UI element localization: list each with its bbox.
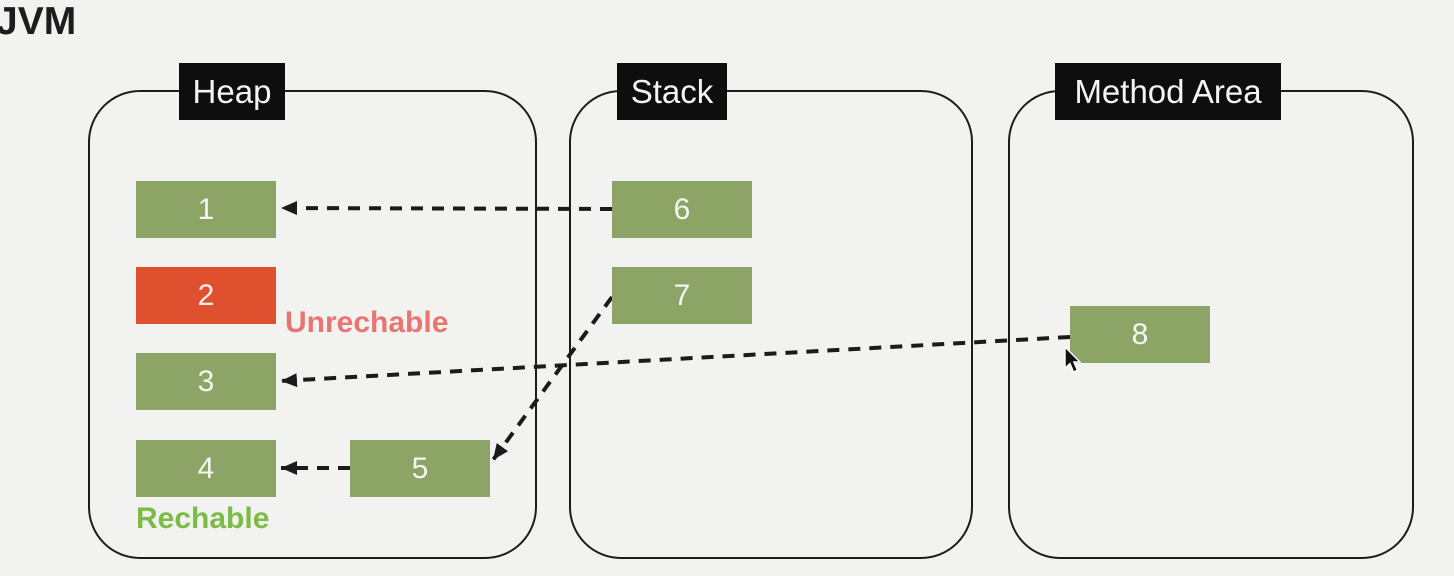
mouse-cursor — [1064, 347, 1082, 373]
memory-box-1: 1 — [136, 181, 276, 238]
memory-box-4: 4 — [136, 440, 276, 497]
diagram-title: JVM — [0, 0, 77, 43]
memory-box-2: 2 — [136, 267, 276, 324]
arrow-6-to-1 — [280, 201, 613, 216]
memory-box-8: 8 — [1070, 306, 1210, 363]
memory-box-5: 5 — [350, 440, 490, 497]
reachable-label: Rechable — [136, 502, 270, 535]
region-method-area: Method Area — [1008, 63, 1414, 559]
memory-box-3: 3 — [136, 353, 276, 410]
region-label-stack: Stack — [617, 63, 727, 120]
memory-box-7: 7 — [612, 267, 752, 324]
arrow-8-to-3 — [280, 335, 1071, 388]
region-heap: Heap — [88, 63, 537, 559]
region-label-heap: Heap — [179, 63, 285, 120]
region-label-method-area: Method Area — [1055, 63, 1281, 120]
arrow-7-to-5 — [491, 295, 614, 462]
region-stack: Stack — [569, 63, 973, 559]
unreachable-label: Unrechable — [285, 306, 449, 339]
memory-box-6: 6 — [612, 181, 752, 238]
